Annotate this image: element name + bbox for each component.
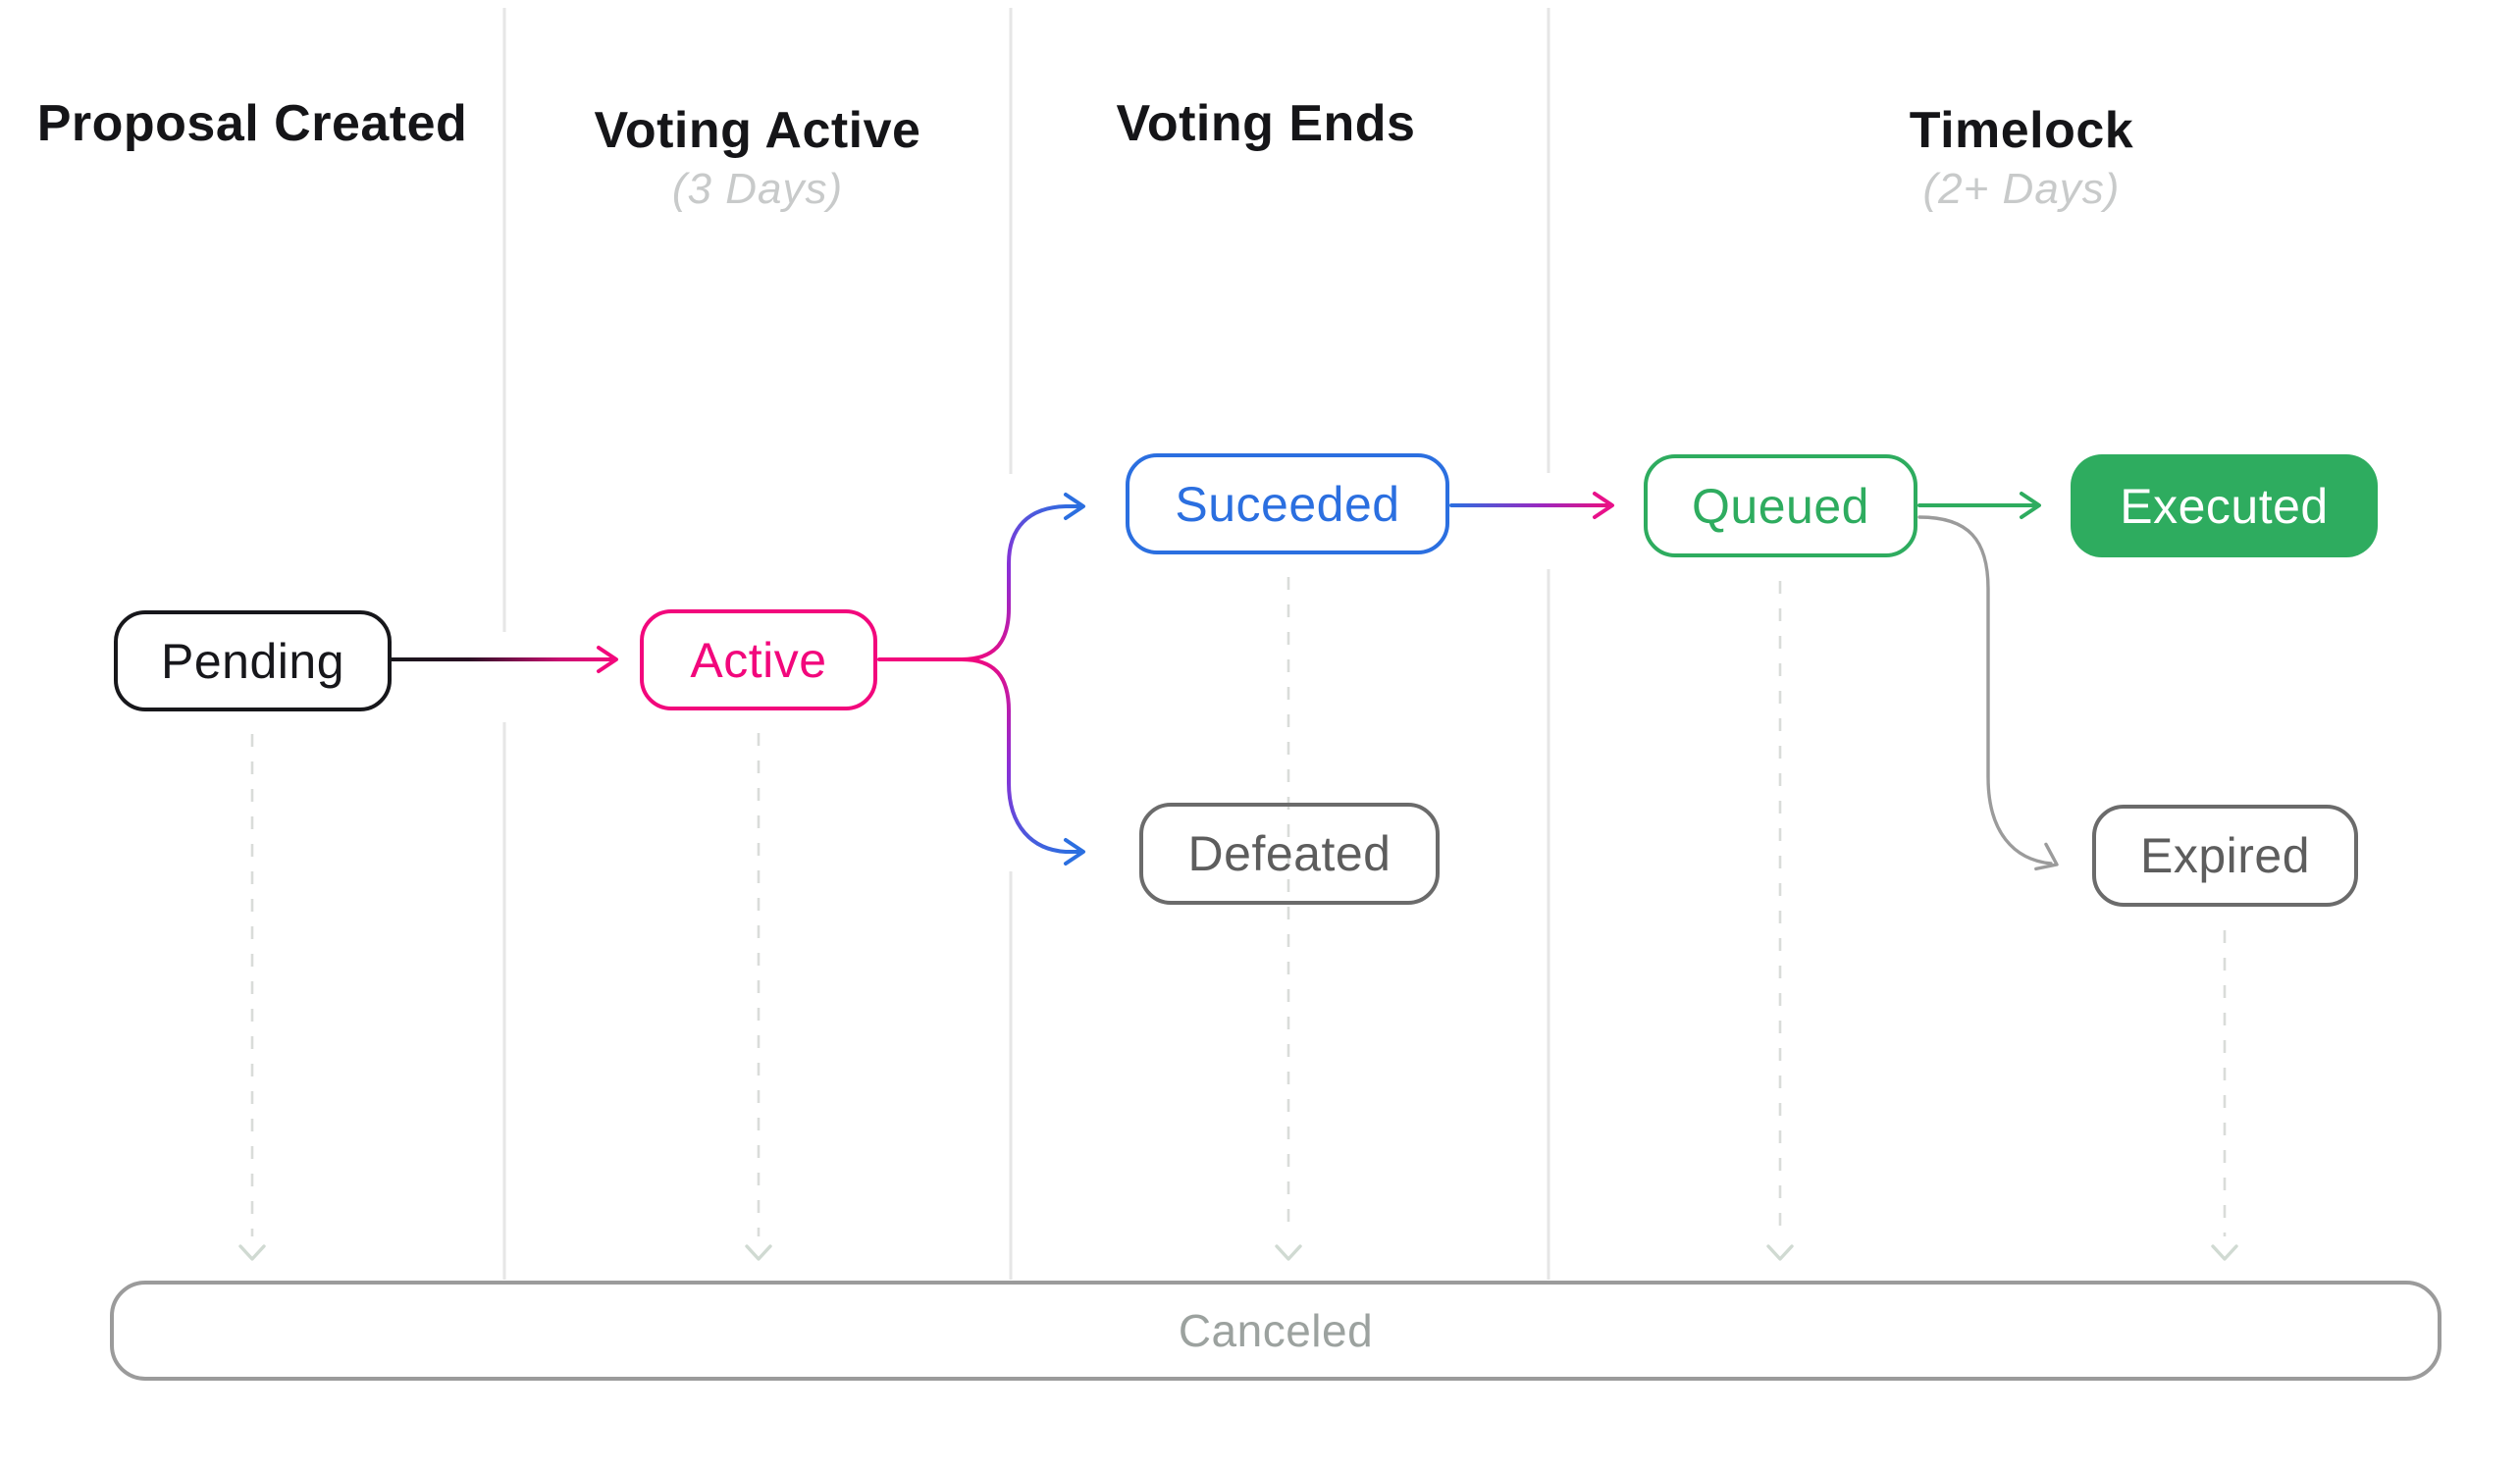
state-node-queued: Queued [1644,454,1917,557]
right-arrowhead-icon [1064,493,1085,520]
down-chevron-icon [1275,1244,1302,1261]
down-chevron-icon [1766,1244,1794,1261]
right-arrowhead-icon [2034,842,2059,871]
edge-suceeded-queued [1449,492,1614,519]
edge-active-suceeded [960,493,1085,661]
right-arrowhead-icon [1064,838,1085,866]
column-header-voting-active: Voting Active [594,102,921,159]
column-subtitle-timelock: (2+ Days) [1922,165,2121,213]
edge-curve [960,657,1083,854]
column-dividers [502,8,1550,1280]
state-label-queued: Queued [1692,478,1869,534]
state-label-active: Active [690,632,827,688]
right-arrowhead-icon [597,646,618,673]
down-chevron-icon [745,1244,772,1261]
dashed-arrowheads [238,1244,2238,1261]
edge-pending-active [389,646,618,673]
column-subtitle-voting-active: (3 Days) [671,165,844,213]
state-label-pending: Pending [161,633,344,689]
edge-curve [1917,515,2053,866]
state-node-expired: Expired [2092,805,2358,907]
state-label-suceeded: Suceeded [1175,476,1400,532]
state-label-canceled: Canceled [1178,1305,1374,1356]
right-arrowhead-icon [2020,492,2041,519]
edge-curve [960,504,1083,661]
dashed-connectors [250,577,2227,1236]
column-header-proposal-created: Proposal Created [36,95,468,152]
state-label-defeated: Defeated [1187,826,1391,881]
state-node-defeated: Defeated [1139,803,1440,905]
state-label-executed: Executed [2120,478,2329,534]
down-chevron-icon [238,1244,266,1261]
edge-queued-executed [1917,492,2041,519]
state-label-expired: Expired [2139,828,2311,883]
right-arrowhead-icon [1593,492,1614,519]
state-node-pending: Pending [114,610,392,711]
column-header-voting-ends: Voting Ends [1116,95,1416,152]
state-node-active: Active [640,609,877,710]
down-chevron-icon [2211,1244,2238,1261]
edge-queued-expired [1917,515,2059,871]
state-node-canceled: Canceled [110,1281,2441,1381]
edge-active-defeated [960,657,1085,866]
state-node-suceeded: Suceeded [1126,453,1449,554]
state-node-executed: Executed [2071,454,2378,557]
column-header-timelock: Timelock [1909,102,2134,159]
